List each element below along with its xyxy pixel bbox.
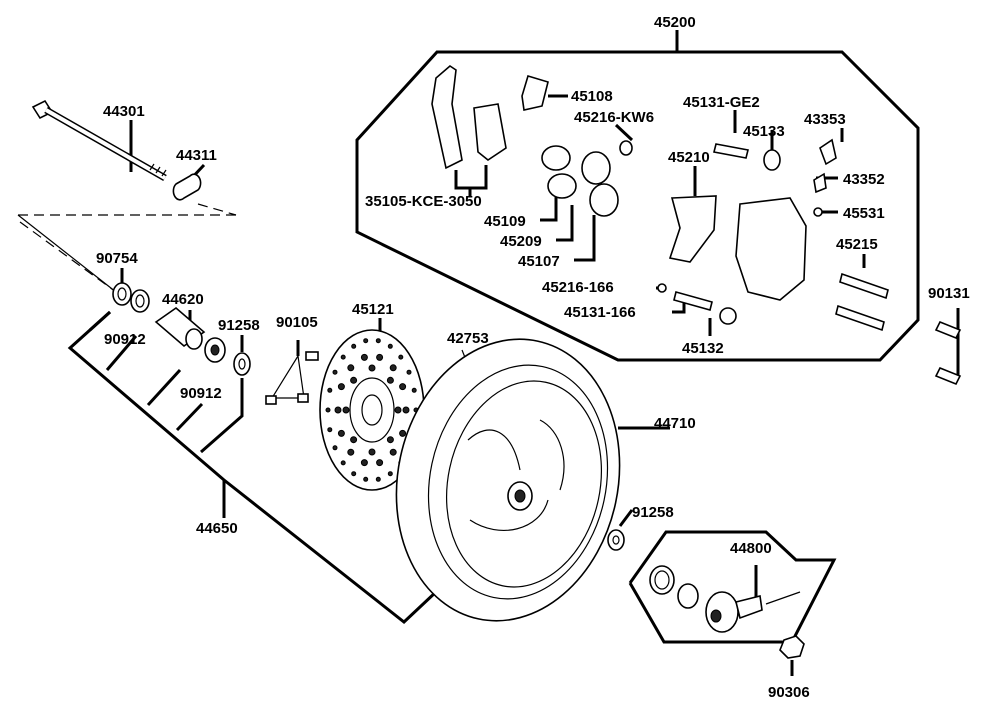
wheel-tire [395, 338, 621, 622]
disc-hole [368, 448, 376, 456]
disc-hole [389, 364, 397, 372]
label-45216-166: 45216-166 [542, 279, 614, 296]
bearing-seals [112, 282, 251, 376]
label-45210: 45210 [668, 149, 710, 166]
disc-hole [375, 338, 381, 344]
disc-hole [399, 383, 407, 391]
disc-hole [398, 354, 404, 360]
label-90131: 90131 [928, 285, 970, 302]
disc-hole [334, 406, 342, 414]
leader-lines [17, 30, 960, 676]
label-45216-kw6: 45216-KW6 [574, 109, 654, 126]
disc-hole [387, 343, 393, 349]
disc-hole [386, 436, 394, 444]
label-43353: 43353 [804, 111, 846, 128]
disc-hole [342, 406, 350, 414]
disc-hole [337, 383, 345, 391]
label-44301: 44301 [103, 103, 145, 120]
label-45200: 45200 [654, 14, 696, 31]
label-90912-lower: 90912 [180, 385, 222, 402]
disc-hole [332, 445, 338, 451]
disc-hole [350, 376, 358, 384]
label-90754: 90754 [96, 250, 138, 267]
label-45531: 45531 [843, 205, 885, 222]
part-labels: 45200 44301 44311 45108 45131-GE2 43353 … [96, 14, 970, 701]
label-44650: 44650 [196, 520, 238, 537]
disc-hole [376, 353, 384, 361]
disc-hole [375, 476, 381, 482]
speedo-drive-parts [649, 565, 801, 633]
disc-hole [360, 353, 368, 361]
label-44311: 44311 [176, 147, 217, 164]
disc-hole [363, 476, 369, 482]
spacer-part [172, 173, 202, 201]
label-45133: 45133 [743, 123, 785, 140]
disc-hole [402, 406, 410, 414]
disc-hole [340, 460, 346, 466]
disc-hole [406, 369, 412, 375]
label-45209: 45209 [500, 233, 542, 250]
label-45132: 45132 [682, 340, 724, 357]
label-45131-ge2: 45131-GE2 [683, 94, 760, 111]
disc-hole [351, 471, 357, 477]
label-91258-lower: 91258 [632, 504, 674, 521]
label-45131-166: 45131-166 [564, 304, 636, 321]
axle-part [31, 99, 167, 182]
disc-hole [332, 369, 338, 375]
label-90105: 90105 [276, 314, 318, 331]
label-44620: 44620 [162, 291, 204, 308]
label-45215: 45215 [836, 236, 878, 253]
disc-hole [351, 343, 357, 349]
label-91258-upper: 91258 [218, 317, 260, 334]
disc-hole [347, 448, 355, 456]
disc-hole [325, 407, 331, 413]
disc-hole [327, 427, 333, 433]
disc-bolts [265, 351, 319, 405]
caliper-parts [431, 64, 889, 332]
brake-disc [319, 329, 425, 491]
label-90912-upper: 90912 [104, 331, 146, 348]
caliper-mount-bolts [934, 320, 962, 386]
disc-hole [340, 354, 346, 360]
label-45107: 45107 [518, 253, 560, 270]
disc-hole [394, 406, 402, 414]
disc-hole [347, 364, 355, 372]
disc-hole [386, 376, 394, 384]
label-44710: 44710 [654, 415, 696, 432]
disc-hole [350, 436, 358, 444]
label-45121: 45121 [352, 301, 394, 318]
disc-hole [411, 387, 417, 393]
label-42753: 42753 [447, 330, 489, 347]
nut-part [779, 635, 805, 659]
disc-hole [363, 338, 369, 344]
disc-hole [399, 429, 407, 437]
label-45108: 45108 [571, 88, 613, 105]
label-45109: 45109 [484, 213, 526, 230]
disc-hole [389, 448, 397, 456]
label-44800: 44800 [730, 540, 772, 557]
disc-hole [360, 459, 368, 467]
disc-hole [337, 429, 345, 437]
disc-hole [376, 459, 384, 467]
label-35105: 35105-KCE-3050 [365, 193, 482, 210]
label-43352: 43352 [843, 171, 885, 188]
disc-hole [387, 471, 393, 477]
disc-hole [327, 387, 333, 393]
lower-washer [607, 529, 625, 551]
disc-hole [368, 364, 376, 372]
label-90306: 90306 [768, 684, 810, 701]
